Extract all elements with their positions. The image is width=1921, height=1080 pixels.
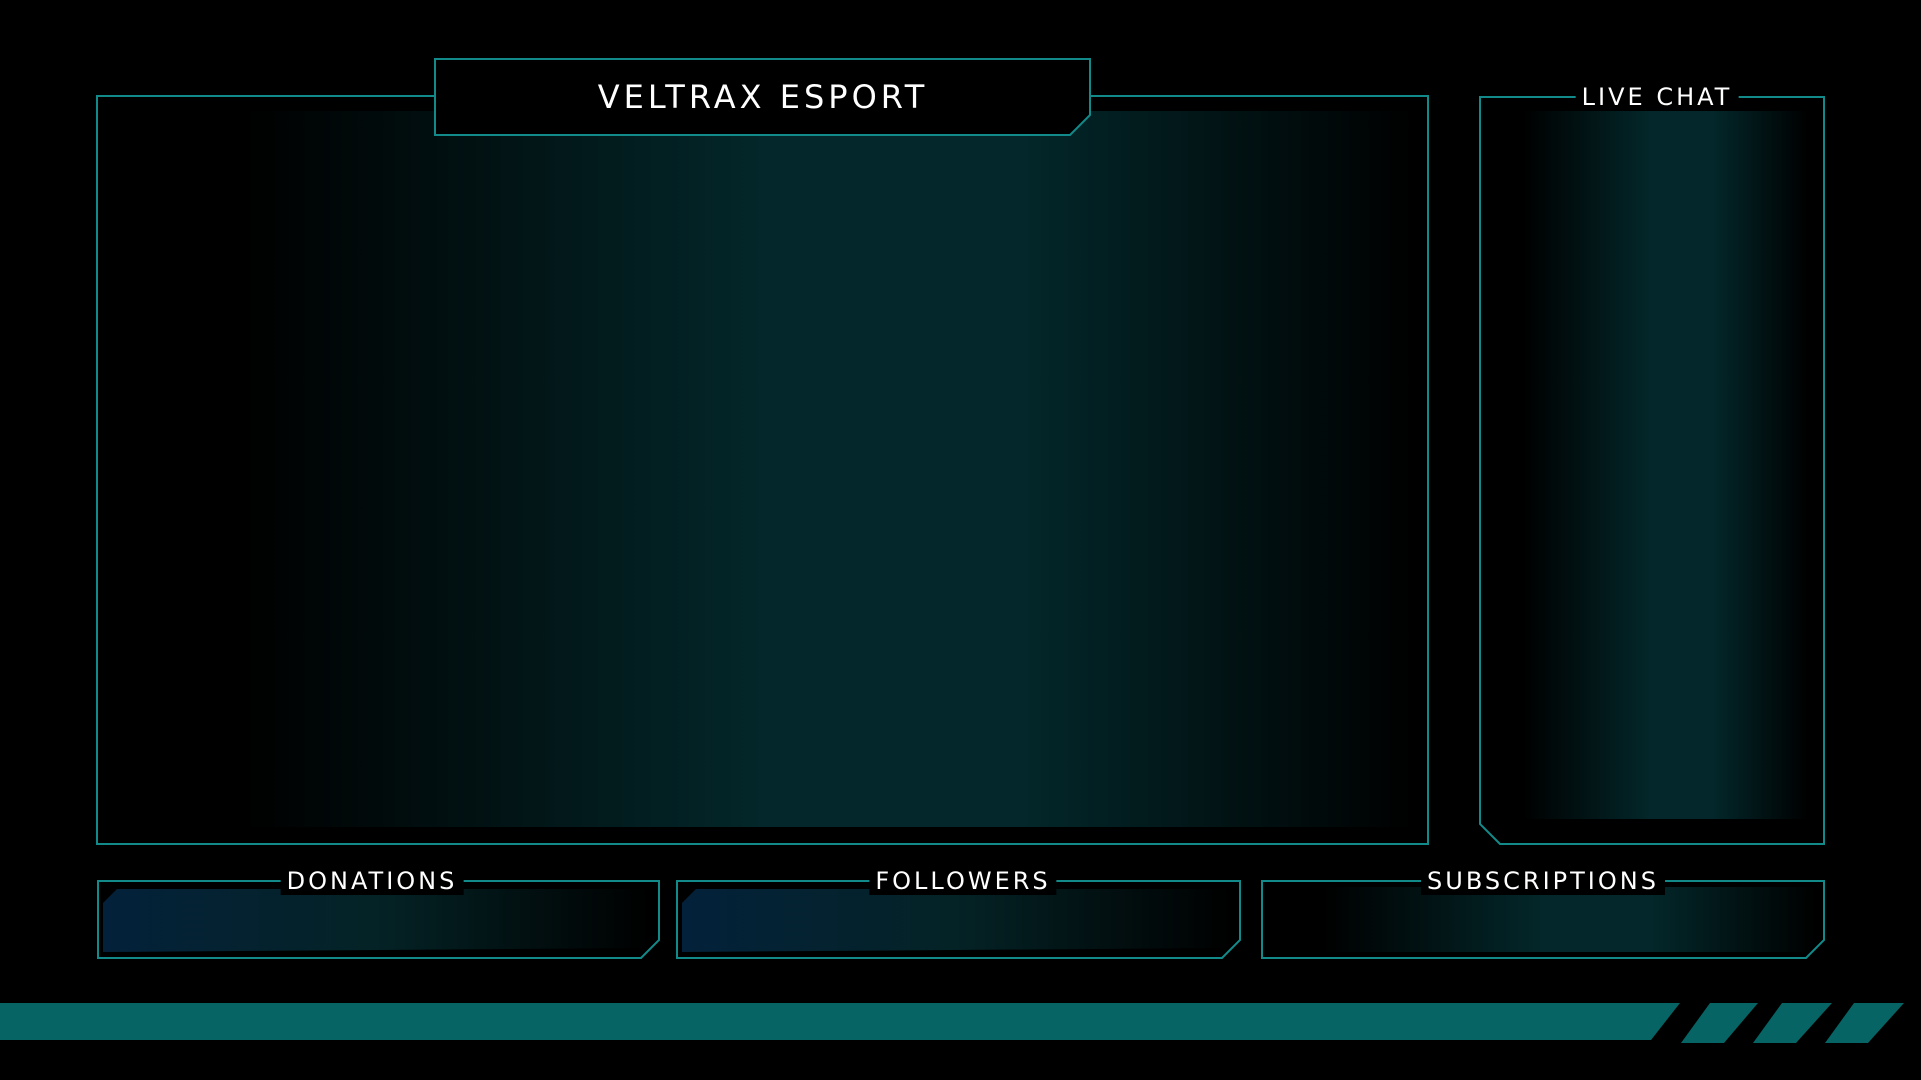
subscriptions-label: SUBSCRIPTIONS (1421, 867, 1665, 895)
bar-stripe (1825, 1003, 1904, 1043)
bar-stripe (1681, 1003, 1758, 1043)
live-chat-frame (1479, 96, 1825, 845)
followers-panel (676, 880, 1241, 959)
page-title: VELTRAX ESPORT (597, 78, 929, 116)
live-chat-title: LIVE CHAT (1575, 83, 1739, 111)
bar-stripe (1753, 1003, 1832, 1043)
title-box (434, 58, 1091, 136)
main-video-frame (96, 95, 1429, 845)
subscriptions-panel (1261, 880, 1825, 959)
donations-label: DONATIONS (280, 867, 464, 895)
donations-panel (97, 880, 660, 959)
bottom-bar (0, 1003, 1904, 1043)
followers-label: FOLLOWERS (869, 867, 1057, 895)
